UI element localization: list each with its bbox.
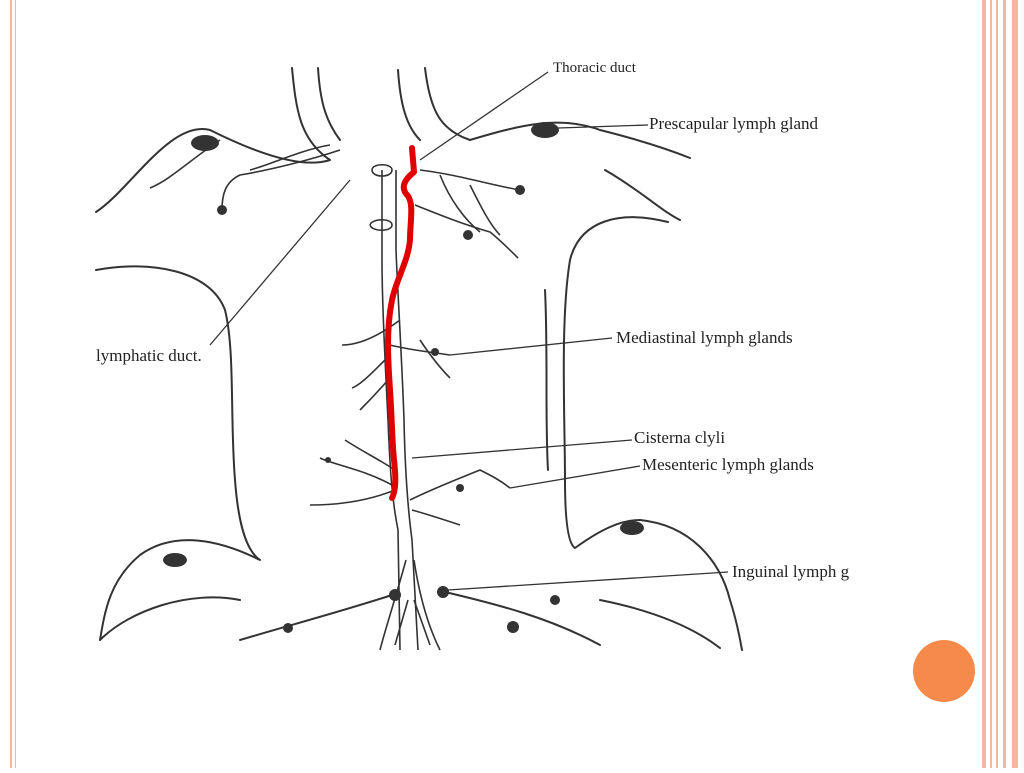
inguinal-gland-far-left (163, 553, 187, 567)
label-lymphatic-duct: lymphatic duct. (96, 346, 202, 365)
label-mediastinal: Mediastinal lymph glands (616, 328, 793, 347)
left-hip-line (239, 594, 393, 641)
right-limb-outline (562, 216, 743, 651)
leader-mediastinal (449, 337, 613, 356)
left-border-line-inner (15, 0, 16, 768)
lower-gland-left (283, 623, 293, 633)
upper-left-node (217, 205, 227, 215)
right-trunk-line (544, 289, 549, 471)
leader-lymphatic-duct (209, 179, 351, 346)
prescapular-gland-left (191, 135, 219, 151)
lymph-glands (163, 122, 644, 633)
vessel-cut-mid (369, 218, 393, 232)
upper-right-branch-2 (414, 204, 519, 259)
label-cisterna: Cisterna clyli (634, 428, 725, 447)
right-hind-line (599, 599, 721, 649)
vessel-cut-top (371, 163, 393, 177)
lower-gland-right (507, 621, 519, 633)
mesenteric-node-2 (325, 457, 331, 463)
inguinal-gland-left (389, 589, 401, 601)
leader-inguinal (447, 571, 729, 591)
leader-prescapular (557, 124, 649, 129)
neck-inner-left (317, 67, 341, 141)
leader-lines (209, 71, 729, 591)
upper-right-node-2 (463, 230, 473, 240)
neck-right-outline (424, 67, 691, 159)
right-border-line-4 (1012, 0, 1018, 768)
right-border-line-2 (996, 0, 998, 768)
right-shoulder-line (604, 169, 681, 221)
inguinal-gland-far-right (620, 521, 644, 535)
accent-circle (913, 640, 975, 702)
lower-gland-far-right (550, 595, 560, 605)
left-hind-line (99, 596, 241, 641)
label-prescapular: Prescapular lymph gland (649, 114, 819, 133)
label-top-cut: Thoracic duct (553, 60, 637, 76)
diagram-labels: Thoracic duct Prescapular lymph gland ly… (96, 60, 850, 581)
mediastinal-node (431, 348, 439, 356)
right-border-band (982, 0, 986, 768)
neck-left-outline (95, 67, 331, 213)
right-border-line-1 (990, 0, 992, 768)
upper-right-node (515, 185, 525, 195)
leader-mesenteric (509, 465, 641, 489)
mediastinal-branches (341, 319, 451, 411)
left-limb-outline (95, 265, 261, 641)
vessels (149, 139, 521, 651)
neck-inner-right (397, 69, 421, 141)
prescapular-gland-right (531, 122, 559, 138)
left-border-line (10, 0, 12, 768)
inguinal-gland-right (437, 586, 449, 598)
thoracic-duct-highlight (385, 145, 417, 501)
leader-cisterna (411, 439, 633, 459)
right-border-line-3 (1003, 0, 1006, 768)
vessel-split-bottom (379, 559, 441, 651)
upper-left-branch-2 (249, 144, 331, 171)
right-hip-line (444, 591, 601, 646)
mesenteric-branches (309, 439, 511, 526)
leader-top (419, 71, 549, 161)
label-inguinal: Inguinal lymph g (732, 562, 850, 581)
body-outline (95, 67, 743, 651)
aorta-left-wall (381, 170, 401, 651)
mesenteric-node (456, 484, 464, 492)
upper-left-branch (221, 149, 341, 211)
label-mesenteric: Mesenteric lymph glands (642, 455, 814, 474)
